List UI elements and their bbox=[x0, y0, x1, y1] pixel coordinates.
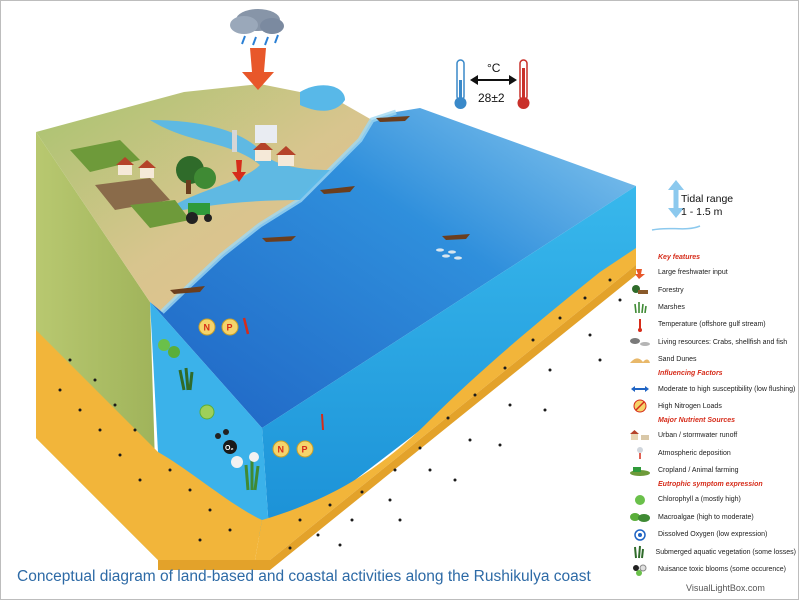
nitrogen-label: N bbox=[204, 323, 211, 333]
legend-item: Large freshwater input bbox=[626, 264, 796, 281]
oxygen-label: O₂ bbox=[225, 445, 234, 452]
legend-heading-eutrophic-symptoms: Eutrophic symptom expression bbox=[658, 481, 763, 489]
freshwater-small-arrow bbox=[232, 160, 246, 182]
atmospheric-deposition-icon bbox=[626, 446, 654, 460]
legend-item: Atmospheric deposition bbox=[626, 445, 796, 462]
phosphorus-label: P bbox=[227, 323, 233, 333]
river bbox=[150, 120, 330, 215]
tractor bbox=[186, 203, 212, 224]
legend-item: Cropland / Animal farming bbox=[626, 462, 796, 479]
chlorophyll-icon bbox=[626, 493, 654, 507]
legend-heading-key-features: Key features bbox=[658, 254, 701, 261]
legend-item: Sand Dunes bbox=[626, 351, 796, 368]
legend: Key features Large freshwater input Fore… bbox=[626, 252, 796, 578]
aquatic-vegetation-icon bbox=[626, 545, 652, 559]
tidal-range-arrow bbox=[651, 180, 701, 231]
legend-item: Nuisance toxic blooms (some occurence) bbox=[626, 561, 796, 578]
sea-front-face bbox=[262, 186, 636, 545]
legend-item: Urban / stormwater runoff bbox=[626, 427, 796, 444]
legend-item: Temperature (offshore gulf stream) bbox=[626, 316, 796, 333]
legend-item: Moderate to high susceptibility (low flu… bbox=[626, 380, 796, 397]
forestry-icon bbox=[626, 283, 654, 297]
legend-item: Living resources: Crabs, shellfish and f… bbox=[626, 334, 796, 351]
underwater-vegetation bbox=[158, 339, 260, 491]
nutrient-chips-surface: N P bbox=[198, 317, 250, 336]
forest bbox=[176, 156, 216, 194]
lagoon bbox=[300, 85, 345, 111]
flushing-arrow-icon bbox=[626, 382, 654, 396]
nitrogen-label-deep: N bbox=[278, 445, 285, 455]
sand-dunes-icon bbox=[626, 353, 654, 367]
urban-runoff-icon bbox=[626, 429, 654, 443]
diagram-caption: Conceptual diagram of land-based and coa… bbox=[17, 568, 591, 585]
temperature-double-arrow bbox=[470, 75, 517, 85]
village-houses bbox=[116, 125, 296, 178]
warm-thermometer-icon bbox=[517, 59, 530, 109]
seabed-sediment-dots bbox=[58, 278, 622, 550]
legend-item: High Nitrogen Loads bbox=[626, 398, 796, 415]
legend-item: Forestry bbox=[626, 281, 796, 298]
macroalgae-icon bbox=[626, 510, 654, 524]
seabed-sand-front bbox=[255, 248, 636, 560]
legend-item: Submerged aquatic vegetation (some losse… bbox=[626, 543, 796, 560]
nitrogen-load-icon bbox=[626, 399, 654, 413]
cropland-icon bbox=[626, 464, 654, 478]
dissolved-oxygen-icon bbox=[626, 528, 654, 542]
watermark: VisualLightBox.com bbox=[686, 583, 765, 593]
temperature-icon bbox=[626, 318, 654, 332]
legend-item: Chlorophyll a (mostly high) bbox=[626, 491, 796, 508]
sea-surface bbox=[150, 108, 636, 428]
tidal-range-title: Tidal range bbox=[681, 193, 734, 205]
phosphorus-label-deep: P bbox=[302, 445, 308, 455]
freshwater-input-arrow bbox=[242, 48, 274, 90]
seabed-sand-bottom bbox=[158, 452, 262, 560]
marshes-icon bbox=[626, 300, 654, 314]
sea-cross-section bbox=[150, 302, 270, 545]
rain-cloud-icon bbox=[230, 9, 284, 46]
freshwater-input-icon bbox=[626, 266, 654, 280]
temperature-value: 28±2 bbox=[478, 91, 505, 105]
fish-school bbox=[436, 248, 462, 260]
tidal-range-value: 1 - 1.5 m bbox=[681, 206, 723, 218]
cold-thermometer-icon bbox=[454, 59, 467, 109]
toxic-bloom-icon bbox=[626, 563, 654, 577]
temperature-unit: °C bbox=[487, 61, 501, 75]
legend-item: Dissolved Oxygen (low expression) bbox=[626, 526, 796, 543]
living-resources-icon bbox=[626, 335, 654, 349]
legend-heading-influencing-factors: Influencing Factors bbox=[658, 370, 723, 378]
nutrient-chips-deep: N P bbox=[272, 413, 324, 458]
legend-item: Marshes bbox=[626, 299, 796, 316]
oxygen-badge: O₂ bbox=[223, 440, 237, 454]
legend-heading-nutrient-sources: Major Nutrient Sources bbox=[658, 417, 736, 425]
sand-left-face bbox=[36, 330, 158, 560]
boats bbox=[170, 116, 470, 294]
legend-item: Macroalgae (high to moderate) bbox=[626, 509, 796, 526]
tidal-range-label: Tidal range 1 - 1.5 m bbox=[681, 193, 733, 219]
